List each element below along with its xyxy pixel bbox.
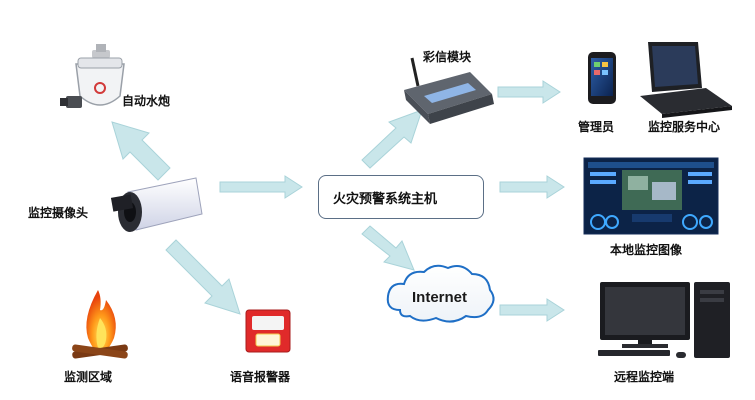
phone-icon bbox=[588, 52, 616, 104]
label-water-cannon: 自动水炮 bbox=[122, 94, 171, 108]
alarm-icon bbox=[245, 309, 291, 353]
arrow-internet-to-remote bbox=[499, 298, 565, 322]
local-monitor-screen-icon bbox=[583, 157, 719, 235]
arrow-camera-to-host bbox=[219, 175, 303, 199]
laptop-icon bbox=[640, 42, 732, 118]
desktop-computer-icon bbox=[598, 282, 730, 358]
host-box bbox=[318, 175, 484, 219]
label-internet: Internet bbox=[412, 289, 468, 306]
arrow-host-to-sms bbox=[361, 109, 423, 169]
arrow-camera-to-cannon bbox=[111, 121, 171, 181]
arrows bbox=[111, 80, 565, 322]
label-host: 火灾预警系统主机 bbox=[333, 192, 438, 207]
label-admin: 管理员 bbox=[578, 120, 615, 134]
water-cannon-icon bbox=[60, 44, 125, 108]
label-camera: 监控摄像头 bbox=[28, 206, 89, 220]
arrow-sms-to-admin bbox=[497, 80, 561, 104]
arrow-camera-to-alarm bbox=[165, 239, 241, 315]
internet-cloud-icon bbox=[386, 264, 495, 323]
arrow-host-to-internet bbox=[361, 225, 415, 271]
label-sms-module: 彩信模块 bbox=[423, 50, 472, 64]
sms-module-icon bbox=[404, 57, 494, 124]
fire-icon bbox=[72, 290, 128, 359]
label-remote: 远程监控端 bbox=[614, 370, 675, 384]
label-fire-area: 监测区域 bbox=[64, 370, 113, 384]
label-monitor-center: 监控服务中心 bbox=[648, 120, 721, 134]
arrow-host-to-local bbox=[499, 175, 565, 199]
label-local-image: 本地监控图像 bbox=[610, 243, 683, 257]
label-alarm: 语音报警器 bbox=[230, 370, 291, 384]
camera-icon bbox=[110, 177, 203, 232]
